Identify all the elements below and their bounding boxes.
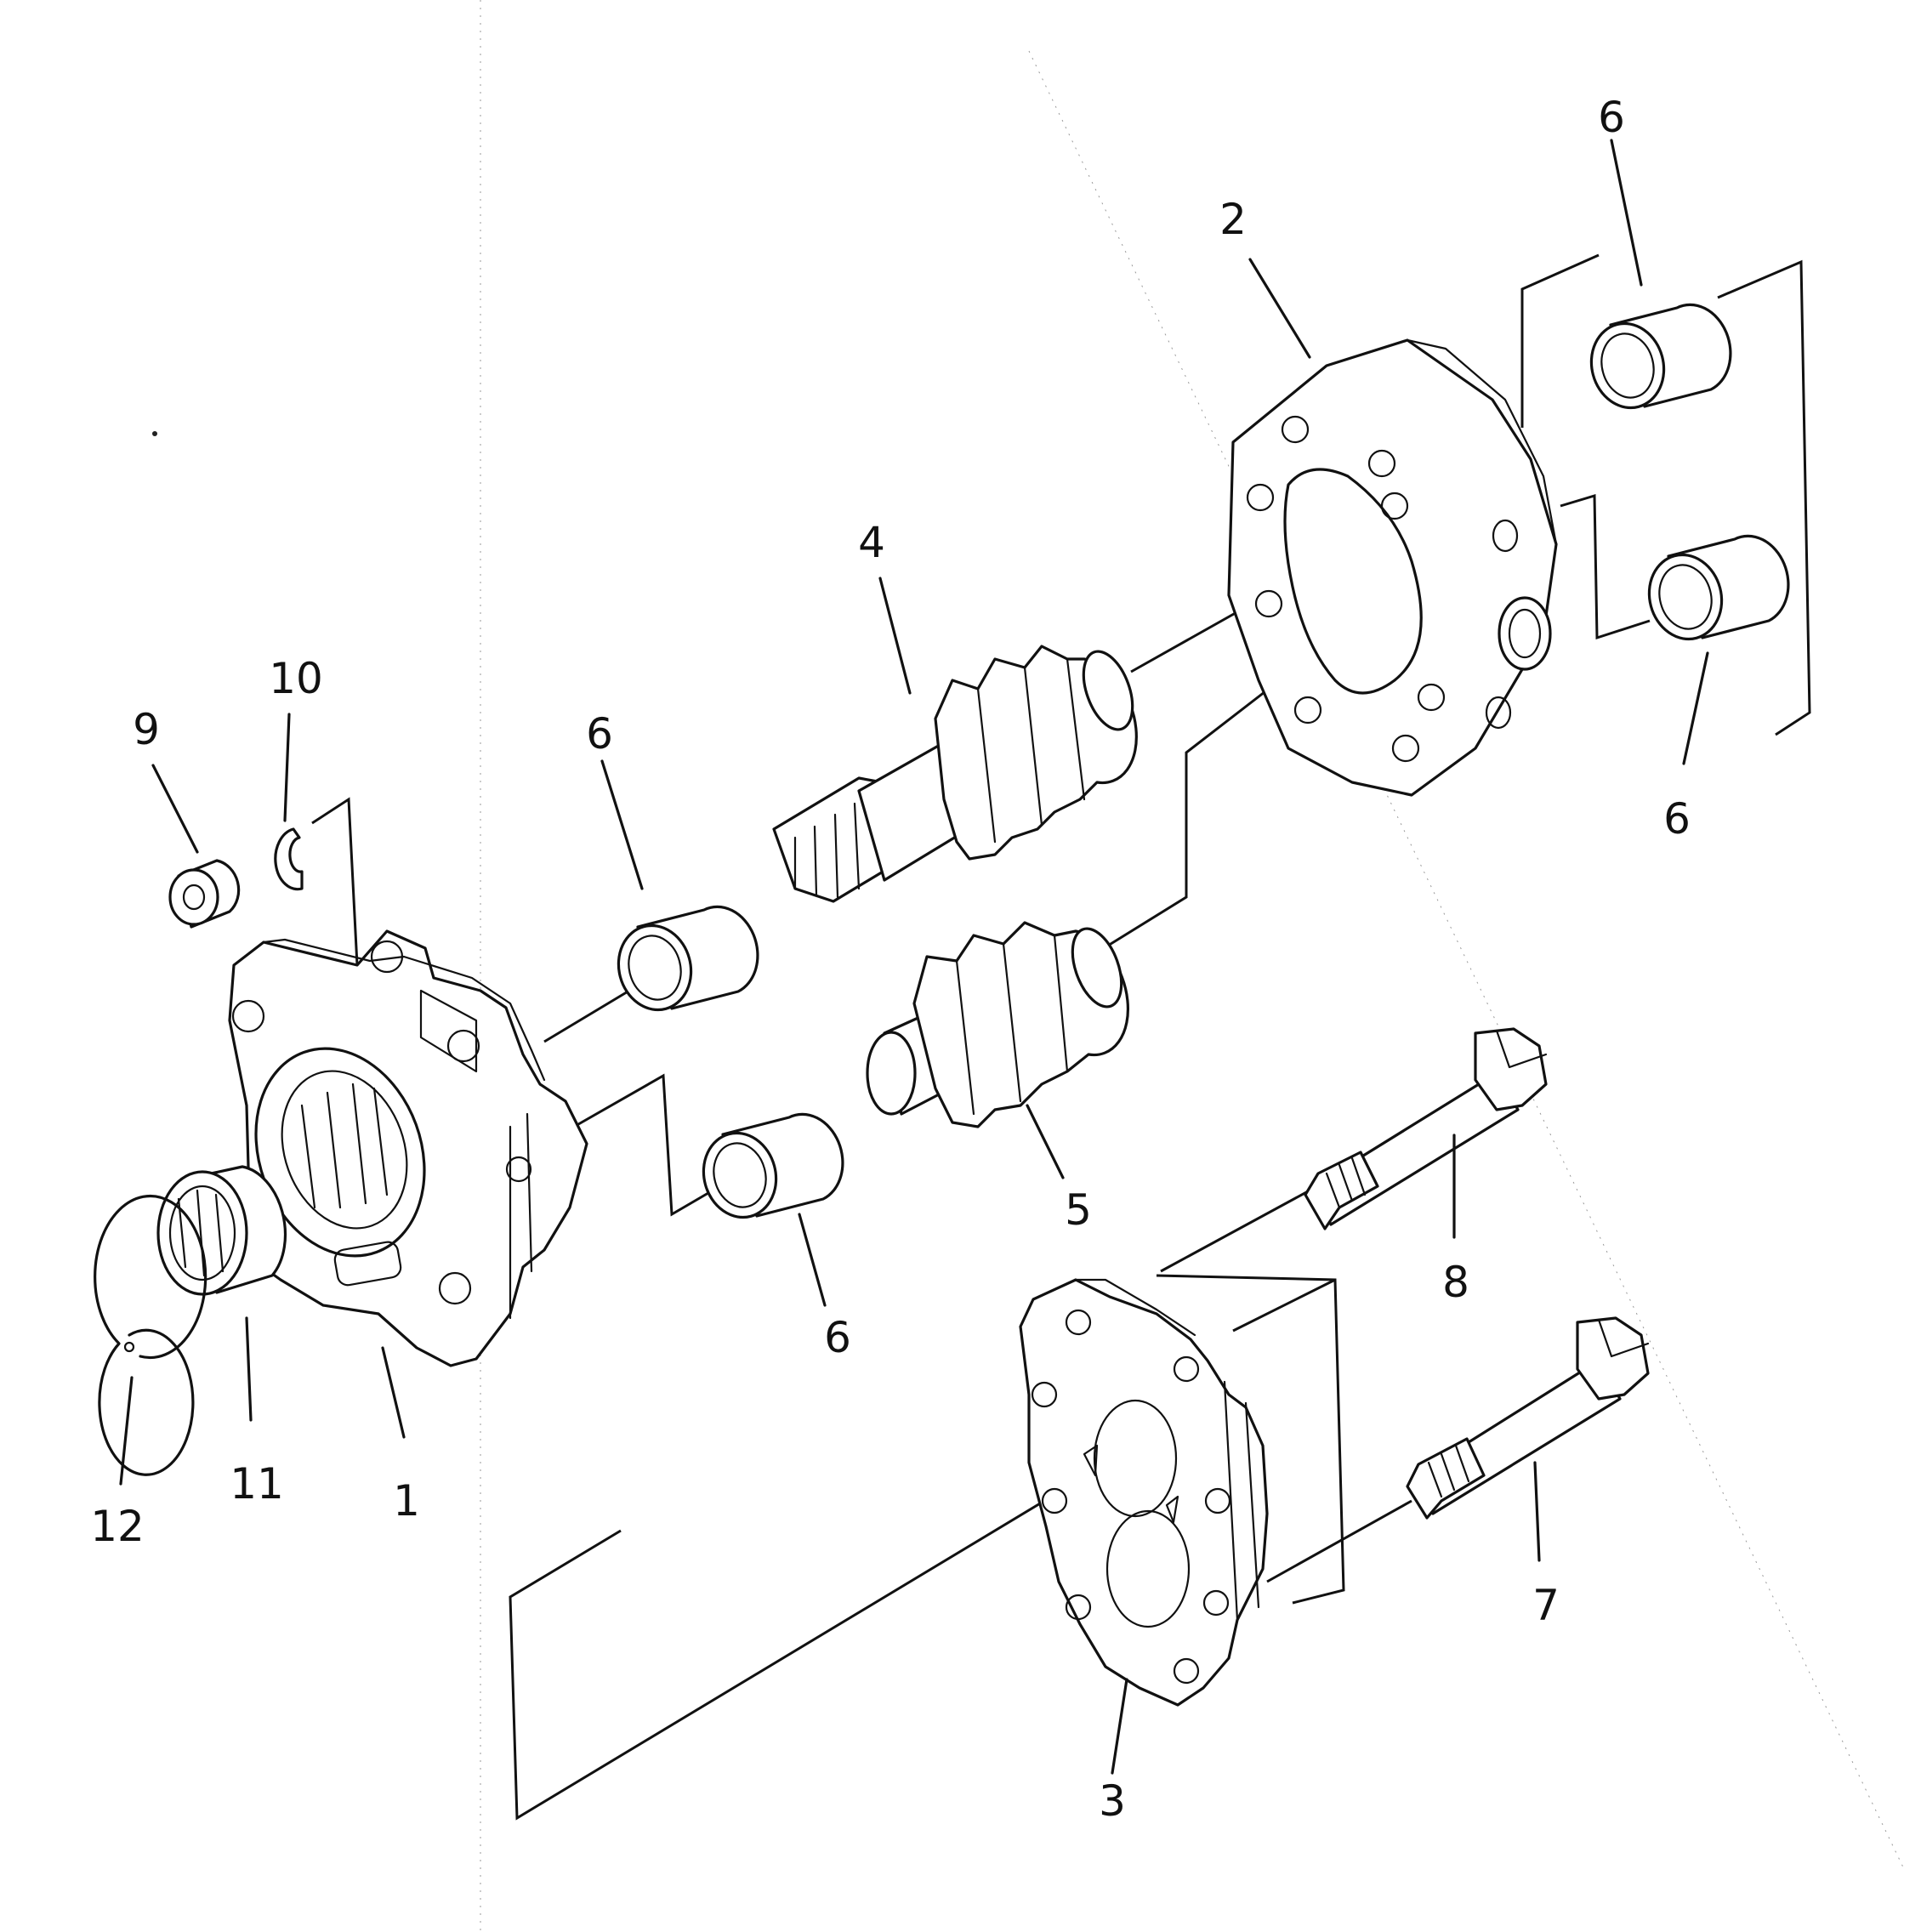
driven-gear-part	[866, 921, 1130, 1128]
bushing-part	[617, 303, 1790, 1219]
callout-6-lower: 6	[824, 1313, 851, 1362]
snap-ring-part	[94, 1194, 207, 1476]
front-housing-part	[228, 929, 588, 1367]
callout-10: 10	[269, 654, 323, 703]
callout-2: 2	[1219, 195, 1247, 244]
callout-leaders	[119, 139, 1709, 1775]
nut-part	[168, 859, 241, 929]
callout-1: 1	[393, 1476, 420, 1526]
callout-7: 7	[1532, 1581, 1560, 1630]
bearing-part	[156, 1165, 287, 1296]
drive-gear-part	[772, 645, 1139, 903]
washer-part	[274, 827, 304, 891]
callout-3: 3	[1099, 1776, 1126, 1826]
callout-labels: 1 2 3 4 5 6 6 6 6 7 8 9 10 11 12	[90, 93, 1691, 1826]
long-bolt-part	[1406, 1316, 1650, 1520]
assembly-leader-lines	[311, 253, 1811, 1821]
short-bolt-part	[1304, 1027, 1548, 1230]
callout-6-center: 6	[586, 709, 613, 759]
callout-5: 5	[1065, 1185, 1092, 1235]
callout-9: 9	[133, 705, 160, 754]
scan-artifacts	[152, 0, 1906, 1932]
callout-11: 11	[230, 1459, 284, 1509]
callout-8: 8	[1442, 1258, 1469, 1307]
rear-cover-part	[1019, 1278, 1269, 1707]
callout-6-right: 6	[1663, 794, 1691, 844]
callout-12: 12	[90, 1502, 145, 1551]
callout-6-top-right: 6	[1598, 93, 1625, 142]
callout-4: 4	[858, 518, 885, 567]
pump-body-part	[1227, 338, 1558, 797]
